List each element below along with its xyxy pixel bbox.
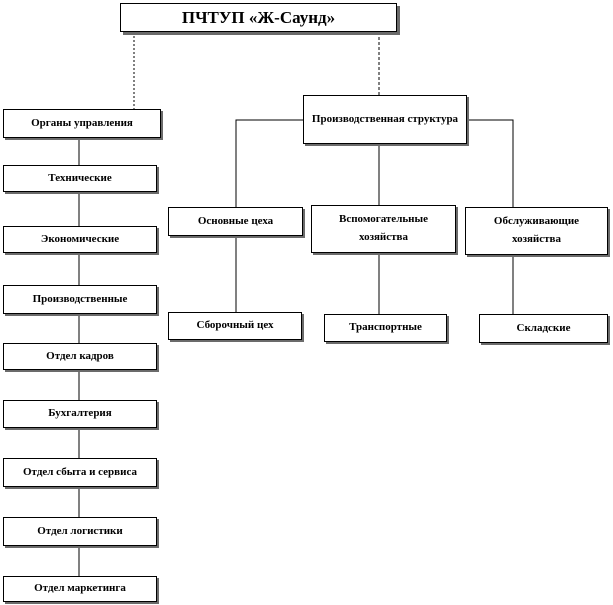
service-facilities-box: Обслуживающие хозяйства (465, 207, 608, 255)
management-bodies-label: Органы управления (31, 116, 133, 129)
dept-marketing-box: Отдел маркетинга (3, 576, 157, 602)
dept-economic-label: Экономические (40, 232, 120, 245)
dept-technical-box: Технические (3, 165, 157, 192)
main-shops-box: Основные цеха (168, 207, 303, 236)
company-title-box: ПЧТУП «Ж-Саунд» (120, 3, 397, 32)
warehouse-box: Складские (479, 314, 608, 343)
dept-hr-label: Отдел кадров (46, 349, 114, 362)
connector-column-children (235, 236, 514, 314)
auxiliary-facilities-label: Вспомогательные хозяйства (339, 213, 428, 243)
assembly-shop-label: Сборочный цех (196, 319, 274, 332)
service-facilities-label: Обслуживающие хозяйства (493, 215, 580, 245)
dept-accounting-box: Бухгалтерия (3, 400, 157, 428)
warehouse-label: Складские (516, 321, 571, 334)
dept-hr-box: Отдел кадров (3, 343, 157, 370)
connector-production-branches (235, 119, 514, 207)
production-structure-box: Производственная структура (303, 95, 467, 144)
dept-accounting-label: Бухгалтерия (48, 407, 112, 420)
dept-marketing-label: Отдел маркетинга (34, 582, 126, 595)
main-shops-label: Основные цеха (197, 214, 274, 227)
dept-economic-box: Экономические (3, 226, 157, 253)
dept-technical-label: Технические (48, 171, 112, 184)
dept-logistics-box: Отдел логистики (3, 517, 157, 546)
dept-logistics-label: Отдел логистики (37, 524, 123, 537)
transport-box: Транспортные (324, 314, 447, 342)
dept-production-label: Производственные (32, 292, 128, 305)
management-bodies-box: Органы управления (3, 109, 161, 138)
production-structure-label: Производственная структура (311, 112, 459, 125)
auxiliary-facilities-box: Вспомогательные хозяйства (311, 205, 456, 253)
dept-sales-service-box: Отдел сбыта и сервиса (3, 458, 157, 487)
transport-label: Транспортные (349, 321, 422, 334)
dept-sales-service-label: Отдел сбыта и сервиса (23, 465, 137, 478)
company-title: ПЧТУП «Ж-Саунд» (181, 7, 336, 27)
assembly-shop-box: Сборочный цех (168, 312, 302, 340)
dept-production-box: Производственные (3, 285, 157, 314)
